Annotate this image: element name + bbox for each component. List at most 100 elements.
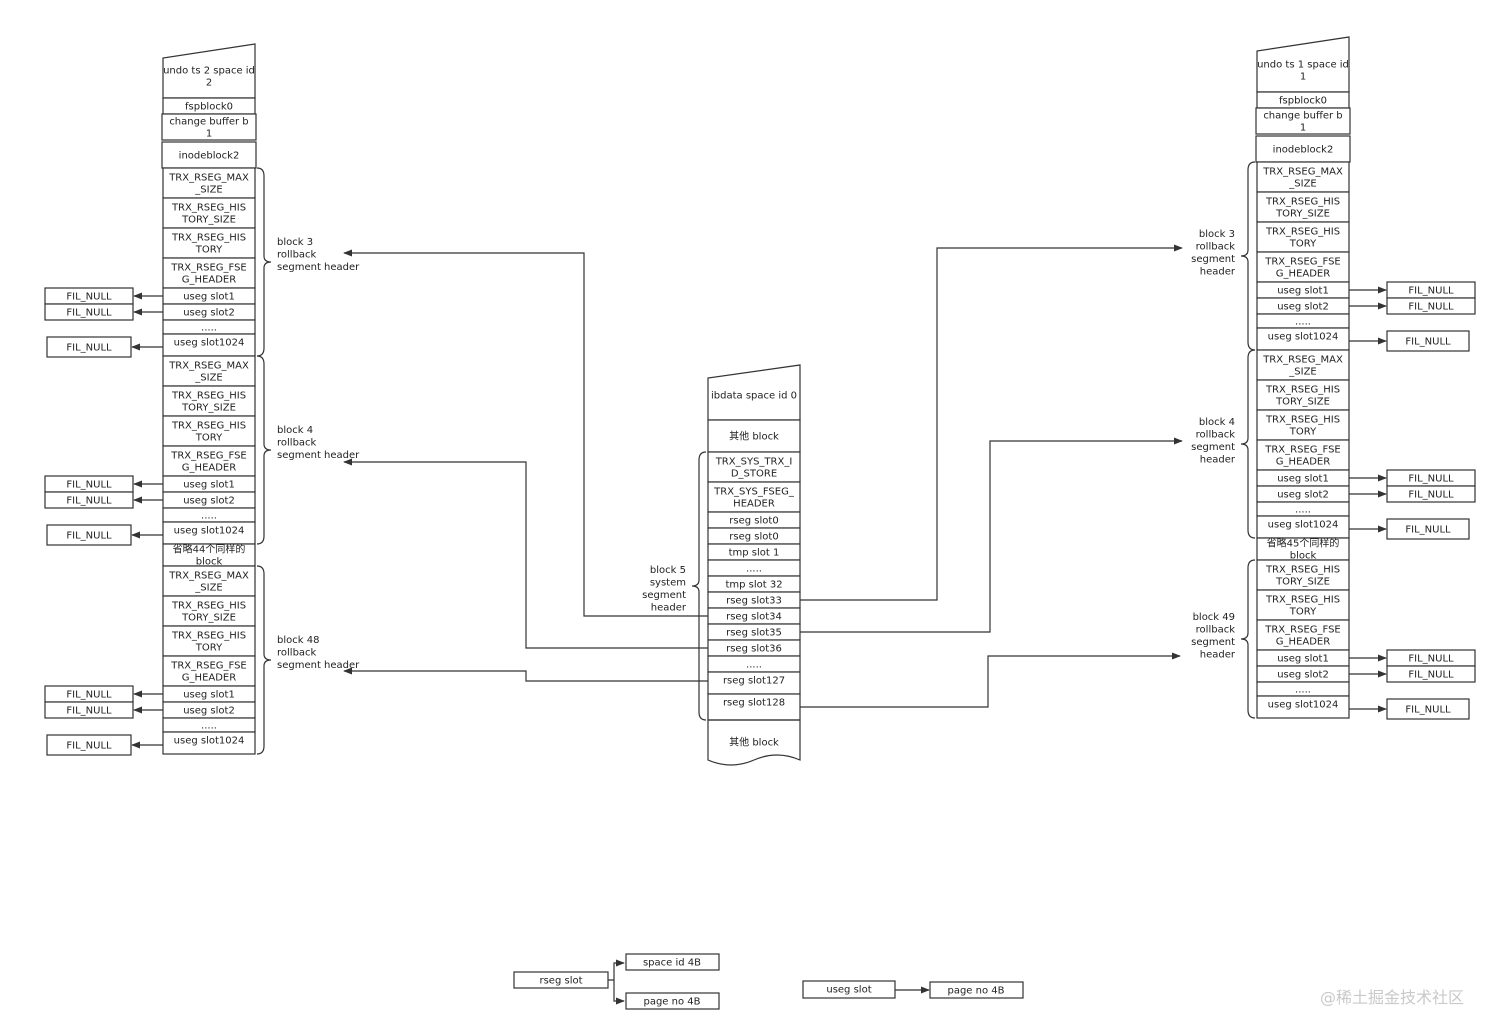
left-ts-seg3-useg-slot2-text: useg slot2 (183, 706, 235, 717)
right-ts-seg0-useg-slot2-fil-null-box (1386, 297, 1476, 315)
left-ts-seg1-useg-slot2-text: useg slot2 (183, 496, 235, 507)
left-ts-seg3-useg-slot1-text: useg slot1 (183, 690, 235, 701)
right-ts-seg3-trx-rseg-history-size-cell (1256, 559, 1350, 591)
right-ts-fspblock0-text: fspblock0 (1279, 96, 1327, 107)
ibdata-rseg-slot34-9-text: rseg slot34 (726, 612, 782, 623)
ibdata-rseg-slot33-8-text: rseg slot33 (726, 596, 782, 607)
left-ts-seg0-useg-slot2-fil-null-box (44, 303, 134, 321)
left-ts-seg0-useg-slot1024-fil-null-box (46, 336, 132, 358)
left-ts-seg0-useg-slot1024-fil-null-text: FIL_NULL (66, 343, 112, 354)
left-ts-seg0-trx-rseg-history-size-cell (162, 197, 256, 229)
ibdata-brace (691, 451, 707, 721)
right-ts-seg0-useg-slot2-text: useg slot2 (1277, 302, 1329, 313)
left-ts-seg3-trx-rseg-history-size-cell (162, 595, 256, 627)
right-ts-seg3-trx-rseg-history-cell (1256, 589, 1350, 621)
left-ts-seg1-useg-slot1-fil-null-text: FIL_NULL (66, 480, 112, 491)
right-ts-seg1-brace (1240, 349, 1256, 539)
right-ts-seg0-useg-slot1024-text: useg slot1024 (1268, 332, 1339, 343)
right-ts-seg0-brace (1240, 161, 1256, 351)
right-ts-seg3--text: ..... (1295, 685, 1311, 696)
connector-slot34-left-block3 (343, 249, 708, 617)
legend-useg-page-no-text: page no 4B (947, 986, 1004, 997)
watermark: @稀土掘金技术社区 (1320, 988, 1464, 1007)
left-ts-seg3-trx-rseg-history-cell (162, 625, 256, 657)
right-ts-seg0-trx-rseg-history-size-cell (1256, 191, 1350, 223)
legend-useg-slot-text: useg slot (826, 985, 871, 996)
legend-rseg-to-page-no (613, 980, 625, 1005)
right-ts-seg1-trx-rseg-fseg-header-cell (1256, 439, 1350, 471)
right-ts-seg1-useg-slot1-fil-null-text: FIL_NULL (1408, 474, 1454, 485)
legend-rseg-page-no-box (625, 992, 720, 1010)
ibdata-block-15-text: 其他 block (729, 736, 779, 749)
right-ts-seg1-trx-rseg-history-cell (1256, 409, 1350, 441)
right-ts-seg0-useg-slot2-fil-null-text: FIL_NULL (1408, 302, 1454, 313)
left-ts-inodeblock2-cell (161, 141, 257, 169)
left-ts-seg3-useg-slot1-fil-null-text: FIL_NULL (66, 690, 112, 701)
right-ts-seg3-useg-slot1-text: useg slot1 (1277, 654, 1329, 665)
left-ts-seg0--text: ..... (201, 323, 217, 334)
left-ts-seg3--text: ..... (201, 721, 217, 732)
ibdata-rseg-slot0-4-text: rseg slot0 (729, 532, 778, 543)
right-ts-seg0-trx-rseg-max-size-cell (1256, 161, 1350, 193)
right-ts-seg0-trx-rseg-max-size-text: TRX_RSEG_MAX_SIZE (1262, 167, 1343, 190)
right-ts-seg3-trx-rseg-fseg-header-cell (1256, 619, 1350, 651)
ibdata-rseg-slot128-14-text: rseg slot128 (723, 698, 785, 709)
left-ts-seg1-trx-rseg-max-size-text: TRX_RSEG_MAX_SIZE (168, 361, 249, 384)
right-ts-seg0-useg-slot1-fil-null-text: FIL_NULL (1408, 286, 1454, 297)
ibdata-block-0-cell (707, 419, 801, 453)
right-ts-seg3-brace (1240, 559, 1256, 719)
right-ts-seg3-useg-slot2-text: useg slot2 (1277, 670, 1329, 681)
right-ts-seg0-useg-slot1024-fil-null-text: FIL_NULL (1405, 337, 1451, 348)
right-ts-seg0--text: ..... (1295, 317, 1311, 328)
legend-rseg-slot-text: rseg slot (539, 976, 582, 987)
right-ts-inodeblock2-text: inodeblock2 (1273, 145, 1334, 156)
right-ts-change-buffer-b-cell (1255, 107, 1351, 135)
left-ts-seg0-trx-rseg-max-size-text: TRX_RSEG_MAX_SIZE (168, 173, 249, 196)
ibdata-rseg-slot36-11-text: rseg slot36 (726, 644, 782, 655)
left-ts-seg0-useg-slot1-text: useg slot1 (183, 292, 235, 303)
ibdata-rseg-slot35-10-text: rseg slot35 (726, 628, 782, 639)
ibdata-block-15-cell (707, 719, 801, 766)
left-ts-seg1-trx-rseg-history-cell (162, 415, 256, 447)
right-ts-seg0-useg-slot1024-fil-null-box (1386, 330, 1470, 352)
left-ts-seg3-useg-slot1024-text: useg slot1024 (174, 736, 245, 747)
right-ts-seg1-useg-slot2-fil-null-text: FIL_NULL (1408, 490, 1454, 501)
left-ts-seg0-useg-slot2-text: useg slot2 (183, 308, 235, 319)
right-ts-seg1--text: ..... (1295, 505, 1311, 516)
ibdata-tmp-slot-32-7-text: tmp slot 32 (725, 580, 782, 591)
ibdata-trx-sys-trx-id-store-1-cell (707, 451, 801, 483)
left-ts-seg3-trx-rseg-max-size-text: TRX_RSEG_MAX_SIZE (168, 571, 249, 594)
right-ts-inodeblock2-cell (1255, 135, 1351, 163)
left-ts-seg1-trx-rseg-history-size-cell (162, 385, 256, 417)
connector-slot33-right-block3 (800, 244, 1183, 601)
right-ts-seg0-trx-rseg-fseg-header-cell (1256, 251, 1350, 283)
right-ts-seg0-useg-slot1-text: useg slot1 (1277, 286, 1329, 297)
left-ts-change-buffer-b-cell (161, 113, 257, 141)
right-ts-seg3-useg-slot2-fil-null-box (1386, 665, 1476, 683)
ibdata-tmp-slot-1-5-text: tmp slot 1 (729, 548, 780, 559)
left-ts-seg1--text: ..... (201, 511, 217, 522)
